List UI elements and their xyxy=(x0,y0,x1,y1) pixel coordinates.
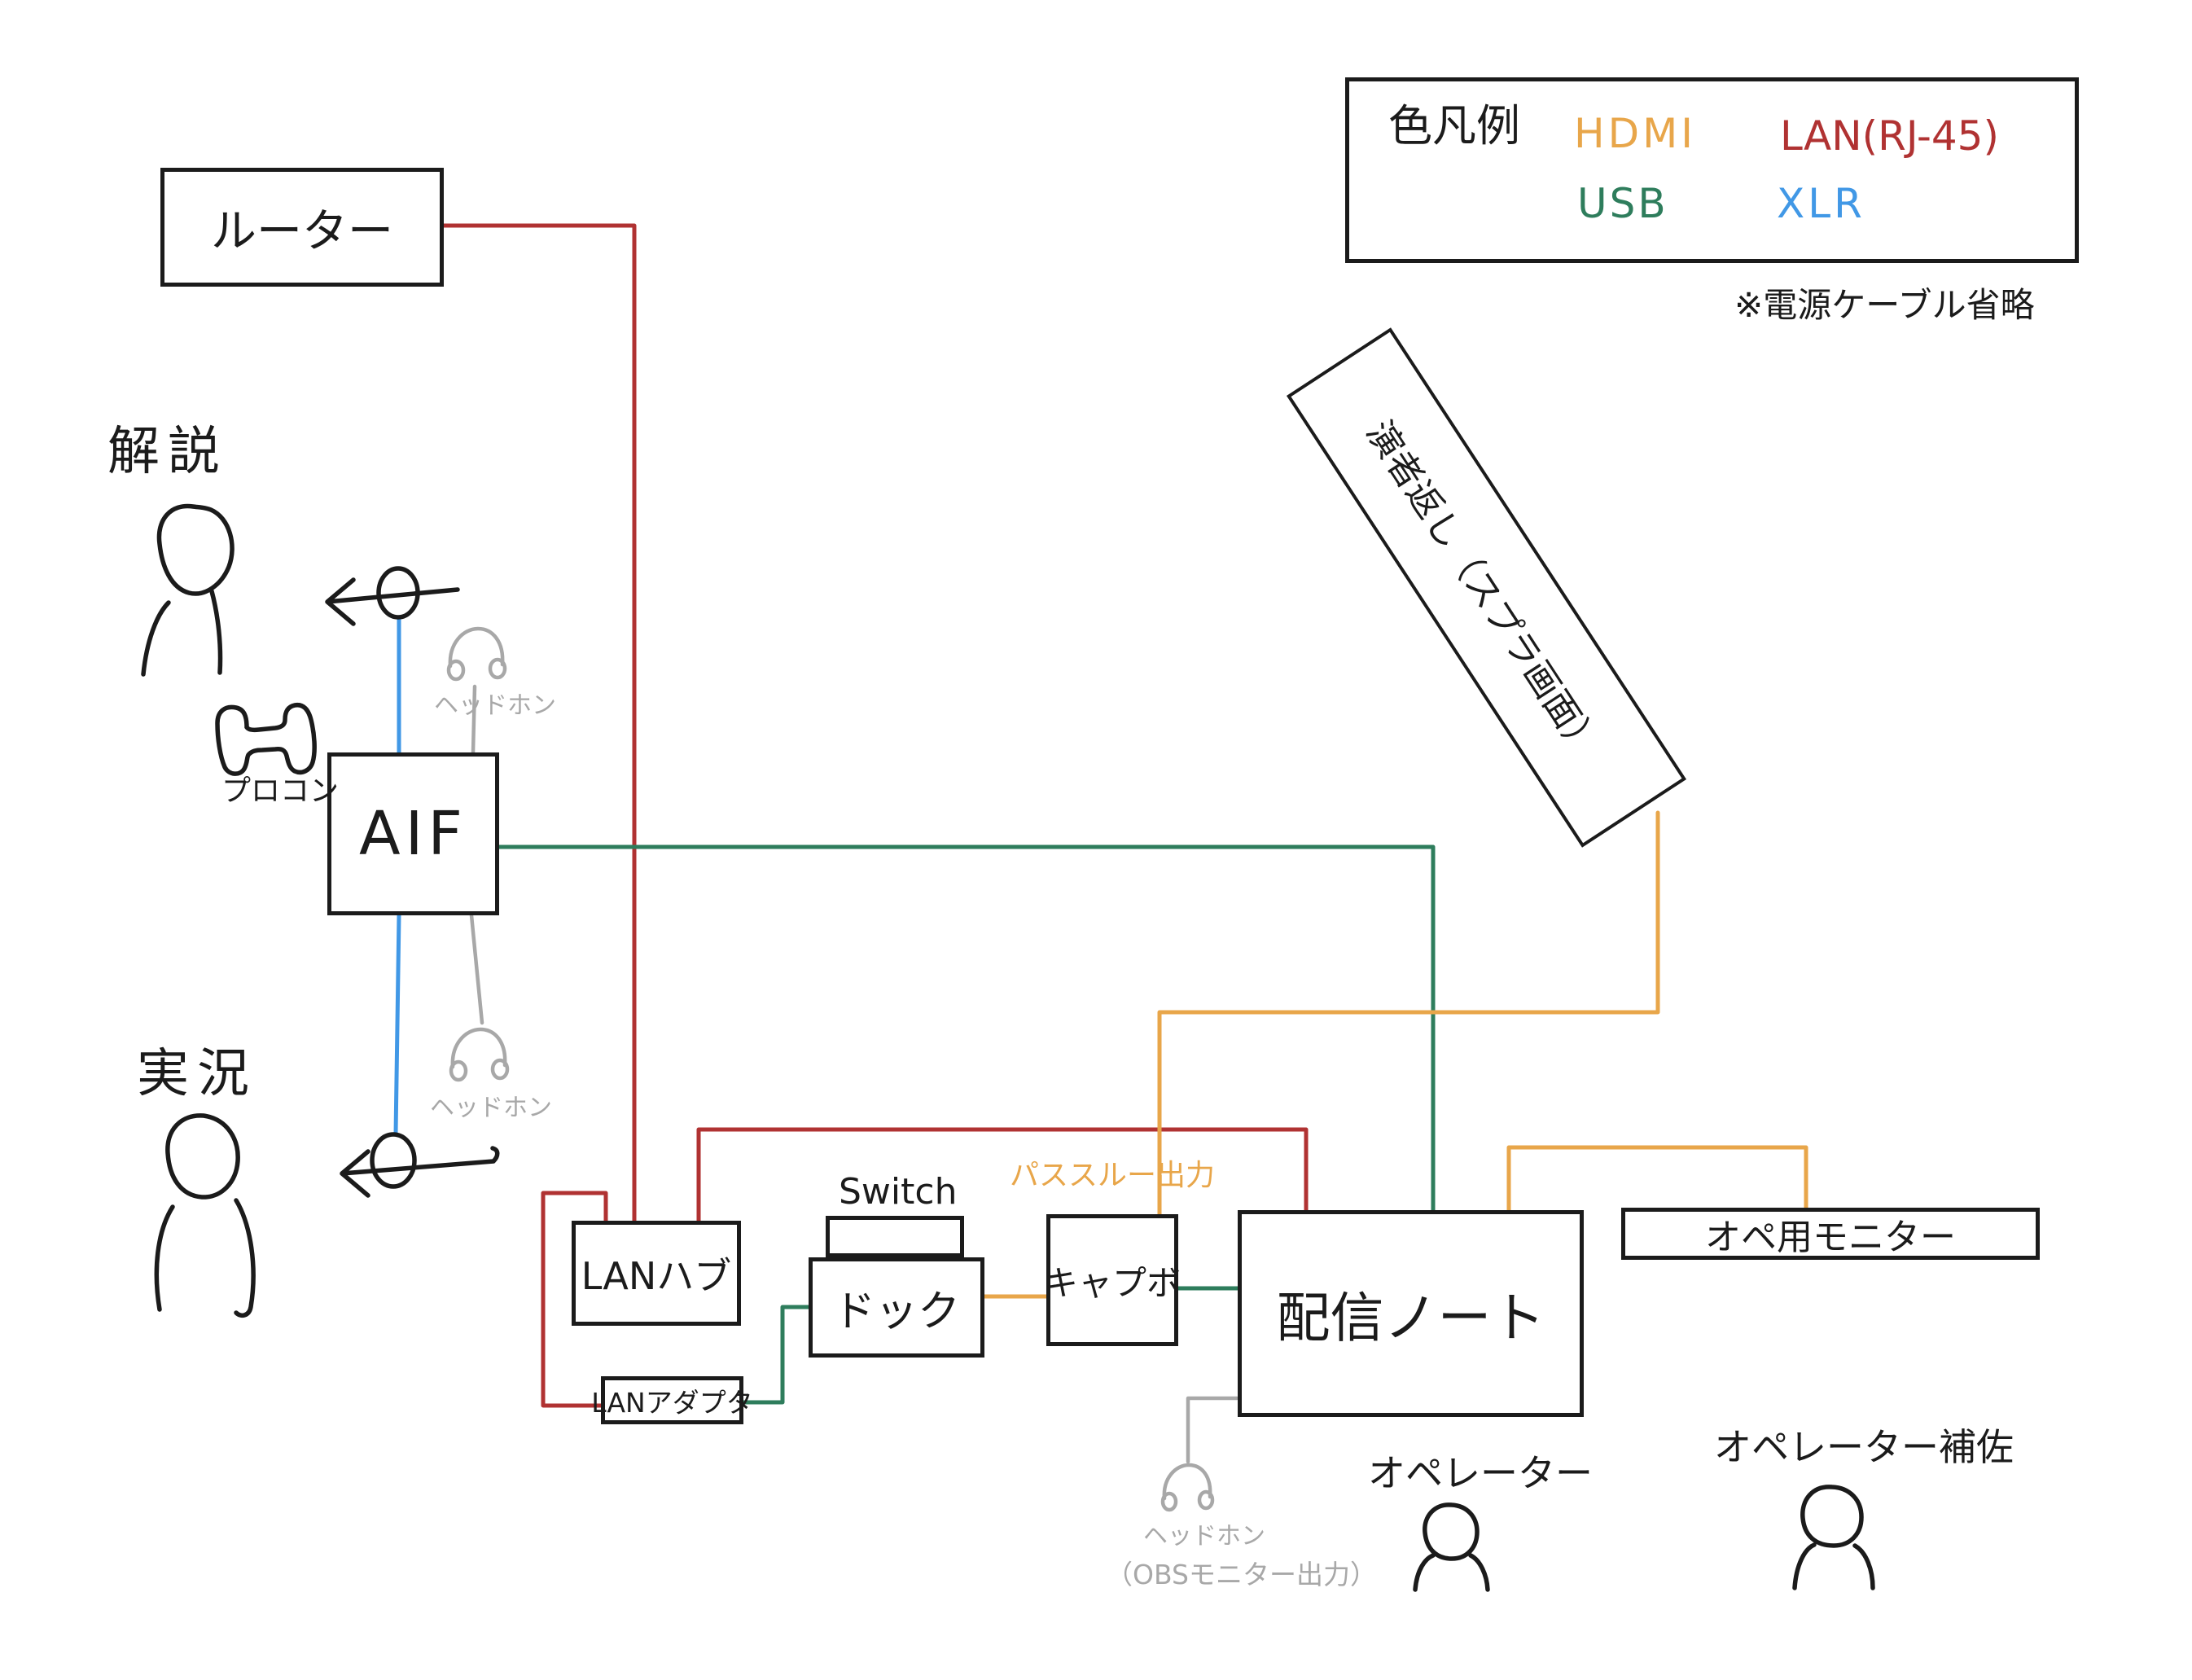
wire-lan-router-to-hub xyxy=(441,223,637,1223)
wire-xlr-aif-to-playbyplay-mic xyxy=(393,913,401,1136)
node-lan-adapter-label: LANアダプタ xyxy=(591,1386,753,1419)
playbyplay-mic-arrow-icon xyxy=(340,1146,500,1198)
pro-controller-label: プロコン xyxy=(221,774,340,808)
operator-assistant-label: オペレーター補佐 xyxy=(1714,1425,2014,1469)
legend-item-hdmi: HDMI xyxy=(1574,110,1696,157)
node-lan-hub-label: LANハブ xyxy=(581,1253,732,1298)
wire-lan-laptop-to-hub xyxy=(696,1127,1309,1223)
commentary-person-head xyxy=(156,503,235,596)
playbyplay-label: 実況 xyxy=(137,1044,257,1104)
commentary-person-body xyxy=(141,589,223,677)
pro-controller-icon xyxy=(215,702,317,776)
wire-hdmi-laptop-to-op-monitor xyxy=(1506,1145,1808,1213)
node-aif-label: AIF xyxy=(358,799,467,869)
headphones-icon-obs xyxy=(1160,1463,1215,1512)
node-dock-label: ドック xyxy=(832,1287,960,1336)
operator-assistant-person-head xyxy=(1800,1485,1864,1548)
commentary-mic-arrow-icon xyxy=(325,577,460,626)
passthrough-out-label: パススルー出力 xyxy=(1010,1159,1216,1192)
playbyplay-person-head xyxy=(165,1113,240,1200)
node-lan-hub: LANハブ xyxy=(572,1221,741,1326)
cable-headphones-commentary xyxy=(471,684,477,755)
operator-assistant-person-body xyxy=(1792,1542,1875,1590)
node-capture-board: キャプボ xyxy=(1044,1214,1181,1346)
node-lan-adapter: LANアダプタ xyxy=(591,1376,753,1424)
legend-item-xlr: XLR xyxy=(1777,180,1865,227)
legend-item-usb: USB xyxy=(1577,180,1668,227)
legend-box xyxy=(1345,77,2079,263)
cable-headphones-obs xyxy=(1186,1396,1239,1464)
node-op-monitor-label: オペ用モニター xyxy=(1705,1217,1956,1258)
node-op-monitor: オペ用モニター xyxy=(1621,1208,2040,1260)
switch-label: Switch xyxy=(839,1171,958,1213)
headphones-label-obs: ヘッドホン xyxy=(1143,1522,1265,1551)
headphones-label-commentary: ヘッドホン xyxy=(434,691,556,720)
wire-usb-adapter-to-dock xyxy=(741,1305,811,1405)
legend-title: 色凡例 xyxy=(1388,100,1520,151)
headphones-icon-playbyplay xyxy=(449,1027,510,1082)
node-aif: AIF xyxy=(327,752,499,915)
playbyplay-person-body xyxy=(154,1198,256,1318)
node-stream-laptop-label: 配信ノート xyxy=(1276,1287,1545,1349)
node-dock: ドック xyxy=(809,1257,984,1358)
legend-item-lan: LAN(RJ-45) xyxy=(1780,112,1999,160)
headphones-label-playbyplay: ヘッドホン xyxy=(430,1094,552,1122)
power-cable-note: ※電源ケーブル省略 xyxy=(1734,285,2035,325)
node-switch-console xyxy=(826,1216,964,1257)
node-router: ルーター xyxy=(160,168,444,287)
operator-person-body xyxy=(1413,1553,1490,1592)
node-stream-laptop: 配信ノート xyxy=(1238,1210,1584,1417)
headphones-icon-commentary xyxy=(446,626,507,682)
operator-label: オペレーター xyxy=(1368,1451,1593,1495)
commentary-label: 解説 xyxy=(107,422,228,482)
operator-person-head xyxy=(1423,1502,1480,1561)
cable-headphones-playbyplay xyxy=(469,913,484,1025)
obs-monitor-out-label: （OBSモニター出力） xyxy=(1106,1559,1377,1590)
wire-hdmi-passthrough-to-performer-monitor xyxy=(1157,810,1660,1217)
node-router-label: ルーター xyxy=(211,204,393,258)
wire-usb-aif-to-laptop xyxy=(497,844,1436,1213)
node-capture-board-label: キャプボ xyxy=(1044,1262,1181,1303)
wire-lan-hub-to-adapter xyxy=(541,1191,608,1408)
playbyplay-mic-icon xyxy=(370,1132,417,1189)
